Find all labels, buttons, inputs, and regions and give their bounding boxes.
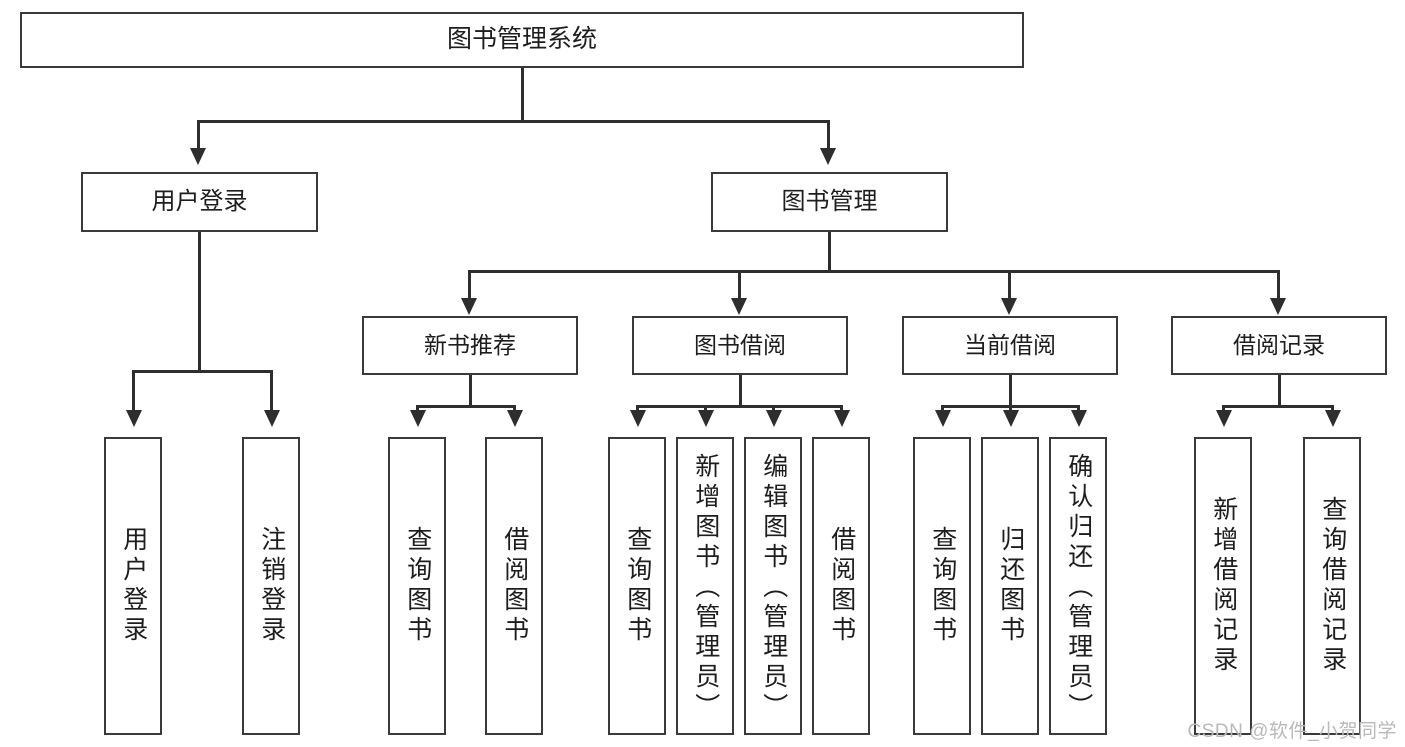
arrowhead-current-borrow-leaf-2 <box>1003 410 1019 427</box>
connector-new-book-bar <box>416 405 515 408</box>
node-user-login[interactable]: 用户登录 <box>81 172 318 232</box>
leaf-edit-book-admin[interactable]: 编辑图书（管理员） <box>744 437 802 735</box>
connector-user-login-to-leaf-1 <box>132 370 135 412</box>
connector-book-borrow-bar <box>636 405 841 408</box>
connector-root-to-user-login <box>197 120 200 150</box>
leaf-user-login[interactable]: 用户登录 <box>104 437 162 735</box>
connector-bm-to-new-book <box>468 270 471 300</box>
connector-root-bar <box>197 120 829 123</box>
arrowhead-user-login-leaf-2 <box>264 410 280 427</box>
connector-current-borrow-stem <box>1009 375 1012 407</box>
leaf-confirm-return-admin[interactable]: 确认归还（管理员） <box>1049 437 1107 735</box>
node-book-borrow[interactable]: 图书借阅 <box>632 316 848 375</box>
connector-bm-to-book-borrow <box>738 270 741 300</box>
arrowhead-current-borrow-leaf-3 <box>1071 410 1087 427</box>
connector-book-management-stem <box>828 232 831 272</box>
leaf-query-book-borrow[interactable]: 查询图书 <box>608 437 666 735</box>
connector-new-book-stem <box>469 375 472 407</box>
arrowhead-bm-to-book-borrow <box>731 298 747 315</box>
node-root-book-management-system[interactable]: 图书管理系统 <box>20 12 1024 68</box>
arrowhead-root-to-user-login <box>190 148 206 165</box>
leaf-query-book-current[interactable]: 查询图书 <box>913 437 971 735</box>
arrowhead-bm-to-new-book <box>461 298 477 315</box>
arrowhead-root-to-book-management <box>820 148 836 165</box>
connector-bm-to-borrow-record <box>1277 270 1280 300</box>
connector-book-management-bar <box>468 270 1280 273</box>
arrowhead-new-book-leaf-1 <box>410 410 426 427</box>
connector-book-borrow-stem <box>739 375 742 407</box>
arrowhead-borrow-record-leaf-2 <box>1325 410 1341 427</box>
connector-bm-to-current-borrow <box>1008 270 1011 300</box>
arrowhead-bm-to-borrow-record <box>1270 298 1286 315</box>
connector-user-login-to-leaf-2 <box>270 370 273 412</box>
node-book-management[interactable]: 图书管理 <box>711 172 948 232</box>
node-new-book-recommend[interactable]: 新书推荐 <box>362 316 578 375</box>
leaf-borrow-book[interactable]: 借阅图书 <box>812 437 870 735</box>
arrowhead-book-borrow-leaf-3 <box>766 410 782 427</box>
leaf-query-book-new-recommend[interactable]: 查询图书 <box>388 437 446 735</box>
leaf-return-book[interactable]: 归还图书 <box>981 437 1039 735</box>
arrowhead-new-book-leaf-2 <box>507 410 523 427</box>
connector-borrow-record-stem <box>1278 375 1281 407</box>
node-current-borrow[interactable]: 当前借阅 <box>902 316 1118 375</box>
leaf-logout[interactable]: 注销登录 <box>242 437 300 735</box>
connector-borrow-record-bar <box>1222 405 1334 408</box>
arrowhead-book-borrow-leaf-4 <box>834 410 850 427</box>
arrowhead-current-borrow-leaf-1 <box>935 410 951 427</box>
leaf-add-borrow-record[interactable]: 新增借阅记录 <box>1194 437 1252 735</box>
connector-user-login-stem <box>198 232 201 372</box>
arrowhead-borrow-record-leaf-1 <box>1216 410 1232 427</box>
arrowhead-book-borrow-leaf-2 <box>698 410 714 427</box>
arrowhead-user-login-leaf-1 <box>126 410 142 427</box>
node-borrow-record[interactable]: 借阅记录 <box>1171 316 1387 375</box>
arrowhead-bm-to-current-borrow <box>1001 298 1017 315</box>
arrowhead-book-borrow-leaf-1 <box>630 410 646 427</box>
leaf-borrow-book-new-recommend[interactable]: 借阅图书 <box>485 437 543 735</box>
leaf-add-book-admin[interactable]: 新增图书（管理员） <box>676 437 734 735</box>
leaf-query-borrow-record[interactable]: 查询借阅记录 <box>1303 437 1361 735</box>
connector-user-login-bar <box>132 370 272 373</box>
connector-root-to-book-management <box>827 120 830 150</box>
connector-root-stem <box>521 68 524 122</box>
